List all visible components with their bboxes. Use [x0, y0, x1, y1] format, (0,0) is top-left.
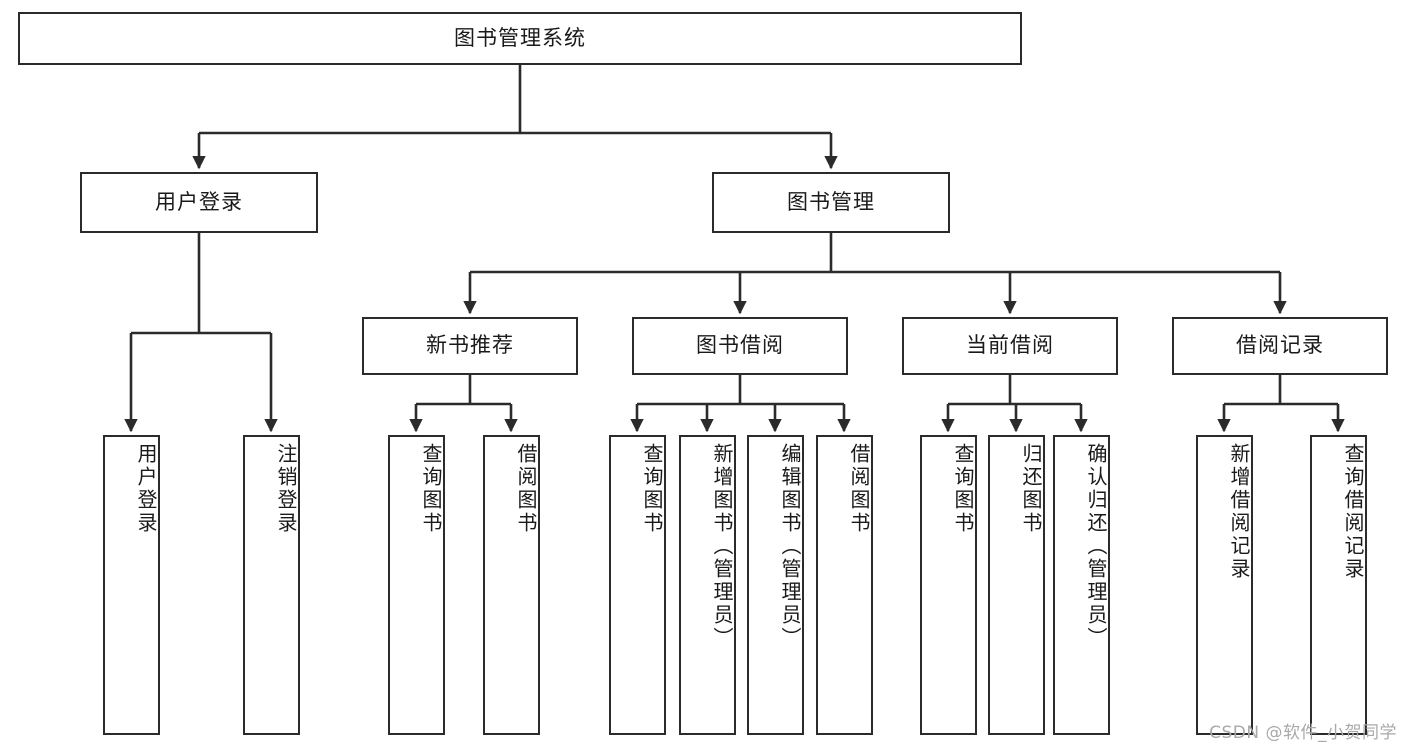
leaf-label: 注销登录 [274, 443, 298, 535]
leaf-label: 借阅图书 [514, 443, 538, 535]
node-book-management-label: 图书管理 [787, 189, 875, 214]
leaf-label: 借阅图书 [847, 443, 871, 535]
leaf-new-book-borrow-book[interactable]: 借阅图书 [483, 435, 540, 735]
leaf-label: 查询借阅记录 [1341, 443, 1365, 581]
node-book-borrow-label: 图书借阅 [696, 333, 784, 358]
node-root-label: 图书管理系统 [454, 25, 586, 50]
leaf-label: 用户登录 [134, 443, 158, 535]
node-book-management[interactable]: 图书管理 [712, 172, 950, 233]
node-new-book-recommend-label: 新书推荐 [426, 333, 514, 358]
node-current-borrow-label: 当前借阅 [966, 333, 1054, 358]
leaf-book-borrow-edit-book-admin[interactable]: 编辑图书（管理员） [747, 435, 804, 735]
leaf-current-borrow-return-book[interactable]: 归还图书 [988, 435, 1045, 735]
csdn-watermark: CSDN @软件_小贺同学 [1209, 723, 1397, 743]
leaf-label: 新增借阅记录 [1227, 443, 1251, 581]
leaf-label: 查询图书 [419, 443, 443, 535]
leaf-new-book-query-book[interactable]: 查询图书 [388, 435, 445, 735]
leaf-label: 查询图书 [640, 443, 664, 535]
leaf-book-borrow-add-book-admin[interactable]: 新增图书（管理员） [679, 435, 736, 735]
node-root-book-management-system[interactable]: 图书管理系统 [18, 12, 1022, 65]
node-current-borrow[interactable]: 当前借阅 [902, 317, 1118, 375]
leaf-book-borrow-query-book[interactable]: 查询图书 [609, 435, 666, 735]
node-user-login[interactable]: 用户登录 [80, 172, 318, 233]
leaf-user-login-logout[interactable]: 注销登录 [243, 435, 300, 735]
leaf-current-borrow-query-book[interactable]: 查询图书 [920, 435, 977, 735]
leaf-current-borrow-confirm-return-admin[interactable]: 确认归还（管理员） [1053, 435, 1110, 735]
leaf-label: 确认归还（管理员） [1084, 443, 1108, 650]
leaf-borrow-record-query-record[interactable]: 查询借阅记录 [1310, 435, 1367, 735]
leaf-label: 查询图书 [951, 443, 975, 535]
leaf-label: 新增图书（管理员） [710, 443, 734, 650]
leaf-label: 编辑图书（管理员） [778, 443, 802, 650]
leaf-borrow-record-add-record[interactable]: 新增借阅记录 [1196, 435, 1253, 735]
leaf-book-borrow-borrow-book[interactable]: 借阅图书 [816, 435, 873, 735]
node-new-book-recommend[interactable]: 新书推荐 [362, 317, 578, 375]
node-book-borrow[interactable]: 图书借阅 [632, 317, 848, 375]
leaf-label: 归还图书 [1019, 443, 1043, 535]
leaf-user-login-login[interactable]: 用户登录 [103, 435, 160, 735]
node-borrow-record-label: 借阅记录 [1236, 333, 1324, 358]
node-user-login-label: 用户登录 [155, 189, 243, 214]
node-borrow-record[interactable]: 借阅记录 [1172, 317, 1388, 375]
